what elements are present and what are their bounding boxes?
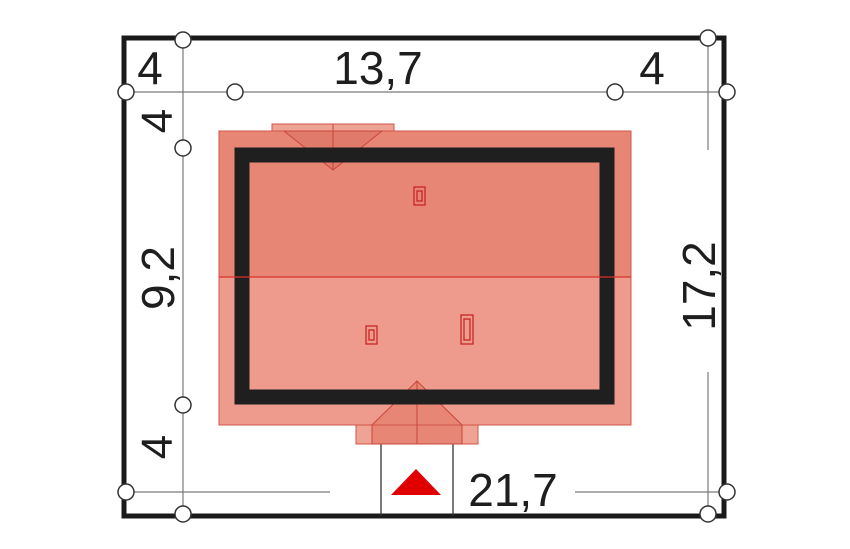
house-depth-label: 9,2 <box>132 246 184 310</box>
chimney-1 <box>413 186 426 206</box>
chimney-2 <box>365 325 378 345</box>
setback-top-label: 4 <box>133 109 182 133</box>
plot-depth-label: 17,2 <box>673 241 725 331</box>
chimneys <box>365 186 474 345</box>
house-walls <box>234 147 615 405</box>
dimension-lines <box>126 38 727 516</box>
survey-markers <box>117 29 736 523</box>
entrance-arrow-icon <box>391 469 441 495</box>
setback-right-label: 4 <box>639 42 665 94</box>
house-width-label: 13,7 <box>333 42 423 94</box>
setback-bottom-label: 4 <box>133 435 182 459</box>
setback-left-label: 4 <box>137 42 163 94</box>
chimney-3 <box>460 314 474 345</box>
plot-width-label: 21,7 <box>468 464 558 516</box>
entrance-path <box>380 444 454 516</box>
plot-boundary <box>121 35 727 519</box>
